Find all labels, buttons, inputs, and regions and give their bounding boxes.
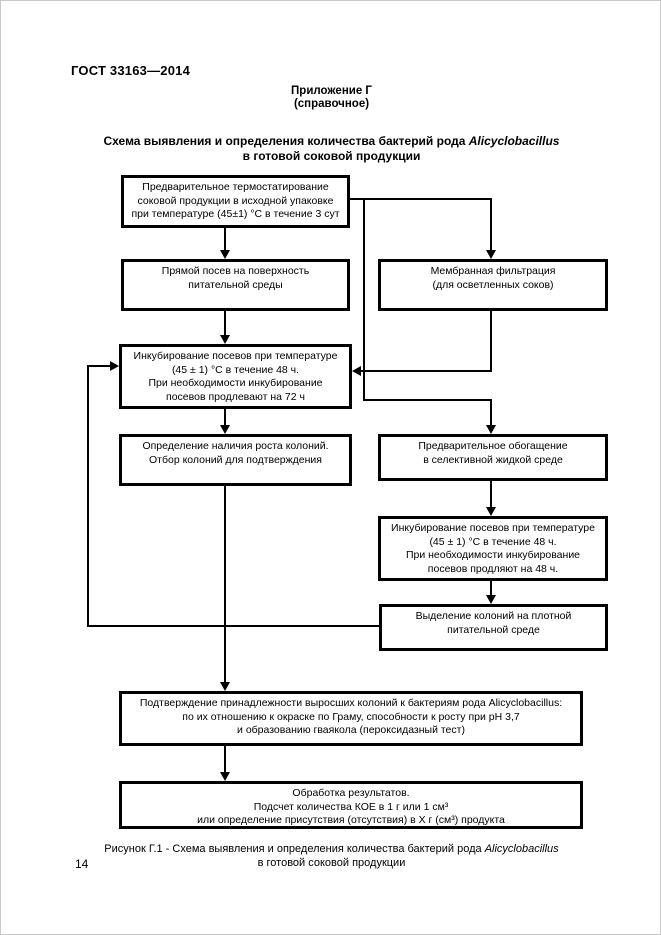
figure-caption: Рисунок Г.1 - Схема выявления и определе… (1, 842, 661, 870)
connector-line (224, 311, 226, 335)
connector-line (224, 228, 226, 251)
connector-line (87, 365, 110, 367)
connector-line (490, 311, 492, 372)
flowchart-box-incubation-right: Инкубирование посевов при температуре (4… (378, 516, 608, 581)
appendix-heading: Приложение Г (справочное) (1, 85, 661, 111)
flowchart-box-thermostating: Предварительное термостатирование соково… (121, 175, 350, 228)
arrowhead-down-icon (220, 425, 230, 434)
figure-caption-line1: Рисунок Г.1 - Схема выявления и определе… (1, 842, 661, 856)
connector-line (490, 399, 492, 425)
connector-line (224, 486, 226, 682)
diagram-title-genus: Alicyclobacillus (468, 134, 560, 148)
appendix-label: Приложение Г (291, 85, 372, 97)
flowchart-box-results-processing: Обработка результатов. Подсчет количеств… (119, 781, 583, 829)
figure-caption-line2: в готовой соковой продукции (257, 857, 406, 869)
doc-number: ГОСТ 33163—2014 (71, 63, 190, 78)
page-number: 14 (75, 857, 89, 871)
connector-line (363, 399, 492, 401)
flowchart-box-incubation-left: Инкубирование посевов при температуре (4… (119, 344, 352, 409)
arrowhead-right-icon (110, 361, 119, 371)
connector-line (350, 198, 492, 200)
arrowhead-left-icon (352, 366, 361, 376)
arrowhead-down-icon (486, 507, 496, 516)
connector-line (361, 370, 492, 372)
figure-caption-text: Рисунок Г.1 - Схема выявления и определе… (104, 843, 485, 855)
arrowhead-down-icon (220, 250, 230, 259)
connector-line (490, 581, 492, 595)
arrowhead-down-icon (486, 595, 496, 604)
diagram-title-line2: в готовой соковой продукции (242, 149, 421, 163)
arrowhead-down-icon (486, 425, 496, 434)
flowchart-box-colony-growth-check: Определение наличия роста колоний. Отбор… (119, 434, 352, 486)
appendix-kind: (справочное) (293, 98, 370, 110)
connector-line (490, 198, 492, 251)
connector-line (224, 746, 226, 772)
connector-line (363, 198, 365, 401)
diagram-title-line1: Схема выявления и определения количества… (1, 134, 661, 149)
flowchart-box-confirmation: Подтверждение принадлежности выросших ко… (119, 691, 583, 746)
flowchart-box-colony-isolation: Выделение колоний на плотной питательной… (379, 604, 608, 651)
flowchart-box-direct-seeding: Прямой посев на поверхность питательной … (121, 259, 350, 311)
arrowhead-down-icon (486, 250, 496, 259)
connector-line (87, 365, 89, 627)
connector-line (224, 409, 226, 425)
flowchart-box-membrane-filtration: Мембранная фильтрация (для осветленных с… (378, 259, 608, 311)
connector-line (490, 481, 492, 507)
flowchart-box-pre-enrichment: Предварительное обогащение в селективной… (378, 434, 608, 481)
figure-caption-genus: Alicyclobacillus (484, 843, 559, 855)
diagram-title: Схема выявления и определения количества… (1, 134, 661, 164)
connector-line (87, 625, 379, 627)
arrowhead-down-icon (220, 772, 230, 781)
diagram-title-text: Схема выявления и определения количества… (103, 134, 469, 148)
arrowhead-down-icon (220, 335, 230, 344)
arrowhead-down-icon (220, 682, 230, 691)
